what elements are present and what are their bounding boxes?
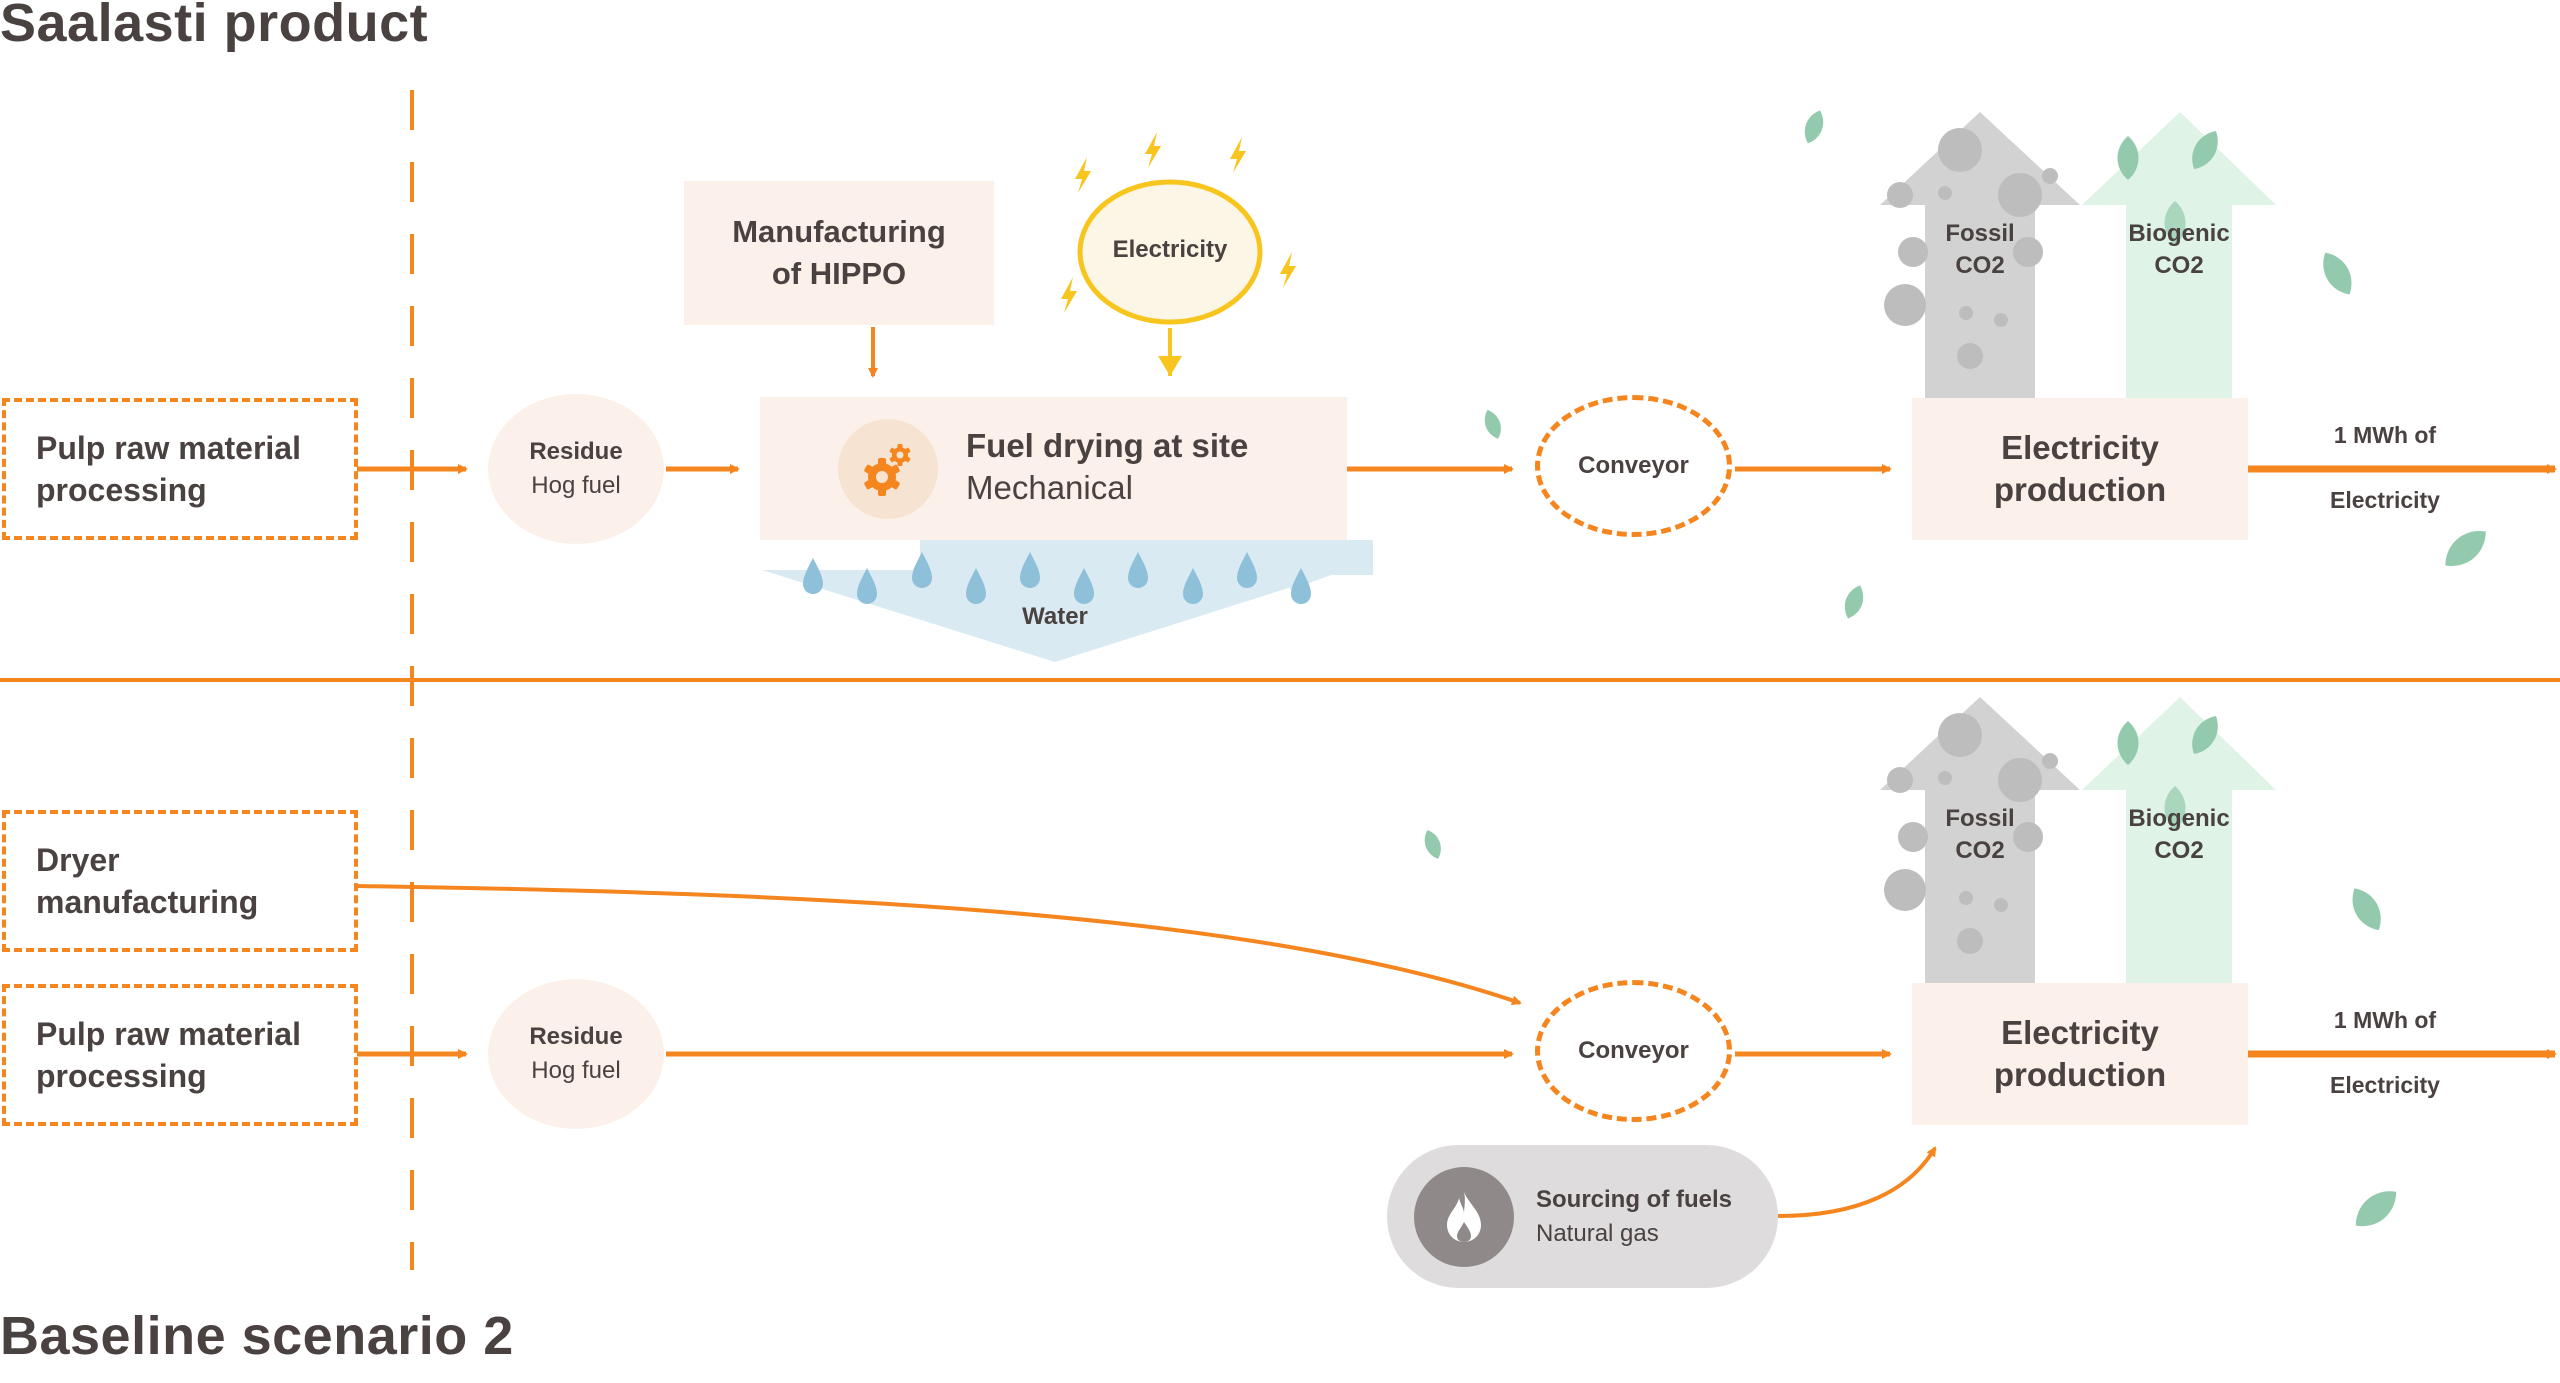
fossil-co2-bottom-line2: CO2 bbox=[1955, 837, 2005, 864]
section-title-saalasti: Saalasti product bbox=[0, 0, 429, 53]
manufacturing-line2: of HIPPO bbox=[771, 256, 907, 291]
fuel-drying-subtitle: Mechanical bbox=[966, 469, 1133, 506]
conveyor-node[interactable]: Conveyor bbox=[1535, 395, 1732, 537]
fossil-co2-label-bottom: Fossil CO2 bbox=[1920, 803, 2040, 867]
electricity-input-node bbox=[1077, 179, 1263, 325]
residue-node[interactable]: Residue Hog fuel bbox=[488, 394, 664, 544]
conveyor-label: Conveyor bbox=[1578, 452, 1689, 479]
output-bottom-label-line1: 1 MWh of bbox=[2333, 1007, 2437, 1033]
pulp-raw-material-node-bottom[interactable]: Pulp raw material processing bbox=[2, 984, 358, 1126]
flame-icon bbox=[1414, 1166, 1514, 1267]
output-label-line1: 1 MWh of bbox=[2333, 422, 2437, 448]
production-bottom-line2: production bbox=[1993, 1056, 2167, 1093]
residue-bottom-subtitle: Hog fuel bbox=[531, 1057, 621, 1084]
biogenic-co2-line1: Biogenic bbox=[2128, 220, 2230, 247]
arrow-dryer-to-conveyor bbox=[356, 884, 1522, 1006]
dryer-manufacturing-node[interactable]: Dryer manufacturing bbox=[2, 810, 358, 952]
output-label-line2: Electricity bbox=[2330, 487, 2440, 513]
residue-title: Residue bbox=[529, 438, 623, 465]
water-label: Water bbox=[1022, 603, 1088, 630]
residue-node-bottom[interactable]: Residue Hog fuel bbox=[488, 979, 664, 1129]
biogenic-co2-line2: CO2 bbox=[2154, 252, 2204, 279]
fossil-co2-line1: Fossil bbox=[1945, 220, 2015, 247]
biogenic-co2-label: Biogenic CO2 bbox=[2114, 218, 2244, 282]
gears-icon bbox=[838, 419, 938, 519]
fossil-co2-line2: CO2 bbox=[1955, 252, 2005, 279]
dryer-line1: Dryer bbox=[36, 842, 120, 878]
sourcing-title: Sourcing of fuels bbox=[1536, 1185, 1733, 1213]
residue-bottom-title: Residue bbox=[529, 1023, 623, 1050]
electricity-production-node[interactable]: Electricity production bbox=[1912, 398, 2248, 540]
biogenic-co2-arrow bbox=[1480, 107, 2494, 576]
sourcing-subtitle: Natural gas bbox=[1536, 1219, 1659, 1247]
arrow-electricity-head bbox=[1158, 356, 1182, 376]
production-bottom-line1: Electricity bbox=[2001, 1014, 2159, 1051]
electricity-input-label: Electricity bbox=[1112, 236, 1228, 263]
conveyor-bottom-label: Conveyor bbox=[1578, 1037, 1689, 1064]
fossil-co2-bottom-line1: Fossil bbox=[1945, 805, 2015, 832]
output-bottom-label-line2: Electricity bbox=[2330, 1072, 2440, 1098]
electricity-production-node-bottom[interactable]: Electricity production bbox=[1912, 983, 2248, 1125]
pulp-bottom-line1: Pulp raw material bbox=[36, 1016, 301, 1052]
fuel-drying-title: Fuel drying at site bbox=[966, 427, 1249, 464]
biogenic-co2-label-bottom: Biogenic CO2 bbox=[2114, 803, 2244, 867]
section-title-baseline: Baseline scenario 2 bbox=[0, 1306, 514, 1366]
fuel-drying-node[interactable]: Fuel drying at site Mechanical bbox=[760, 397, 1347, 540]
pulp-label-line1: Pulp raw material bbox=[36, 430, 301, 466]
manufacturing-hippo-node[interactable]: Manufacturing of HIPPO bbox=[684, 181, 994, 325]
water-output-shape bbox=[762, 540, 1373, 662]
pulp-raw-material-node[interactable]: Pulp raw material processing bbox=[2, 398, 358, 540]
biogenic-co2-arrow-bottom bbox=[1420, 582, 2405, 1236]
fossil-co2-label: Fossil CO2 bbox=[1920, 218, 2040, 282]
biogenic-co2-bottom-line2: CO2 bbox=[2154, 837, 2204, 864]
dryer-line2: manufacturing bbox=[36, 884, 259, 920]
production-line2: production bbox=[1993, 471, 2167, 508]
manufacturing-line1: Manufacturing bbox=[732, 214, 946, 249]
production-line1: Electricity bbox=[2001, 429, 2159, 466]
pulp-label-line2: processing bbox=[36, 472, 207, 508]
fossil-co2-arrow bbox=[1880, 112, 2080, 400]
pulp-bottom-line2: processing bbox=[36, 1058, 207, 1094]
biogenic-co2-bottom-line1: Biogenic bbox=[2128, 805, 2230, 832]
conveyor-node-bottom[interactable]: Conveyor bbox=[1535, 980, 1732, 1122]
sourcing-of-fuels-node[interactable]: Sourcing of fuels Natural gas bbox=[1387, 1145, 1778, 1288]
arrow-sourcing-to-production bbox=[1777, 1146, 1937, 1218]
residue-subtitle: Hog fuel bbox=[531, 472, 621, 499]
fossil-co2-arrow-bottom bbox=[1880, 697, 2080, 985]
